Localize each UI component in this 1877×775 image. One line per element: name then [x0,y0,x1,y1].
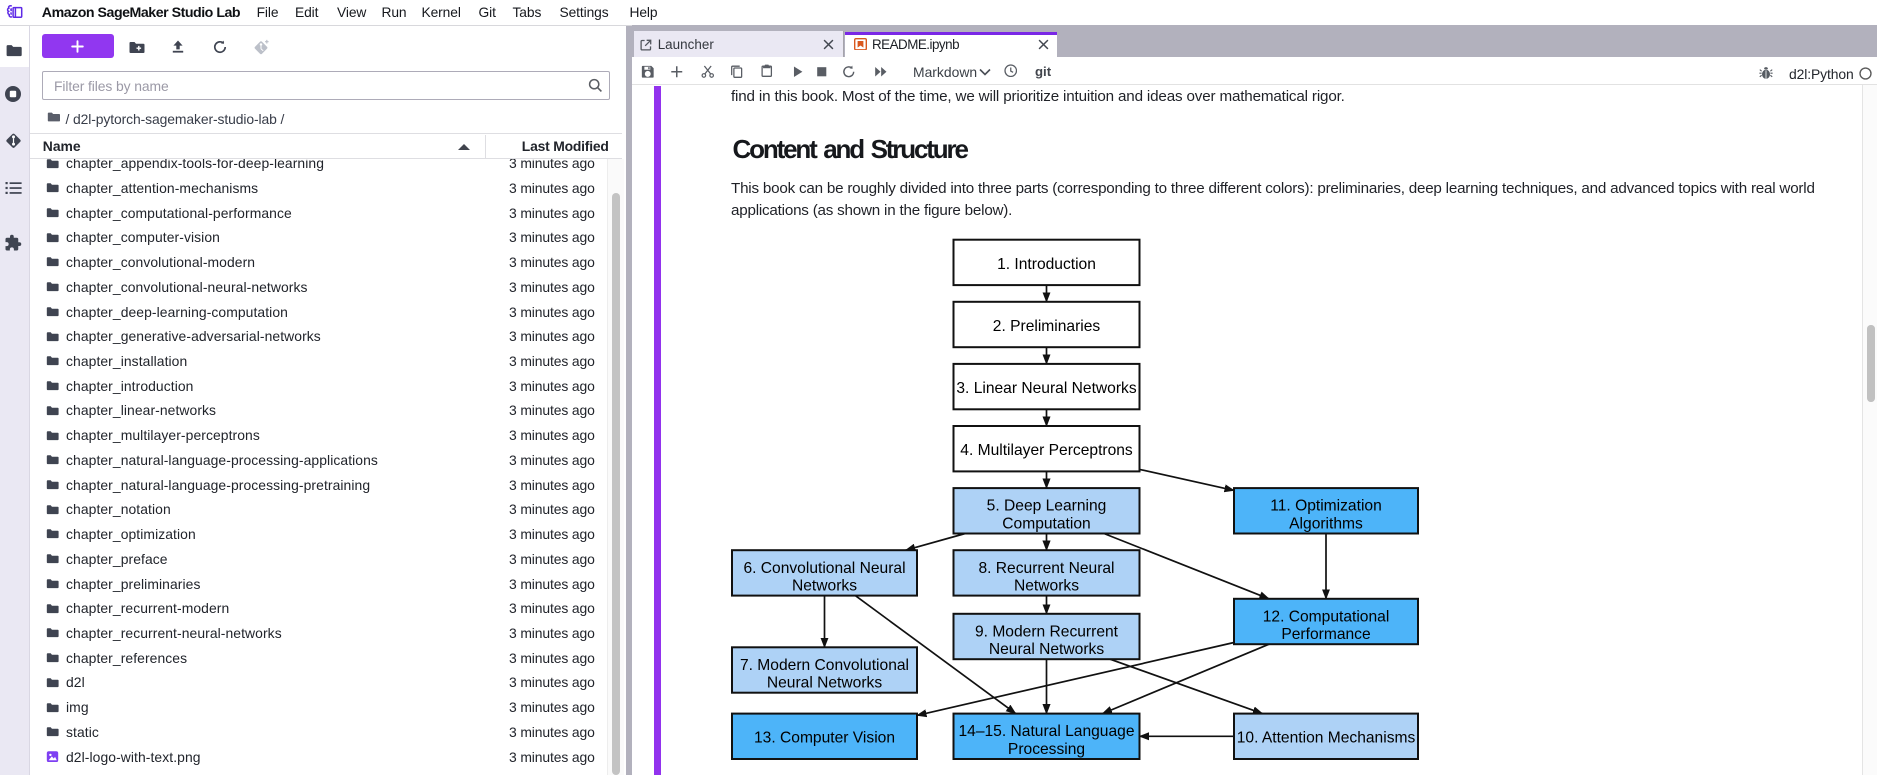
svg-text:14–15. Natural Language: 14–15. Natural Language [958,723,1134,740]
svg-text:Networks: Networks [1014,578,1079,595]
svg-text:12. Computational: 12. Computational [1263,608,1390,625]
svg-text:9. Modern Recurrent: 9. Modern Recurrent [975,623,1119,640]
svg-text:8. Recurrent Neural: 8. Recurrent Neural [978,560,1114,577]
svg-text:3. Linear Neural Networks: 3. Linear Neural Networks [956,380,1136,397]
svg-text:2. Preliminaries: 2. Preliminaries [993,318,1101,335]
svg-text:10. Attention Mechanisms: 10. Attention Mechanisms [1237,730,1416,747]
svg-text:Neural Networks: Neural Networks [767,675,882,692]
svg-text:Performance: Performance [1281,626,1370,643]
svg-text:Processing: Processing [1008,741,1085,758]
svg-text:4. Multilayer Perceptrons: 4. Multilayer Perceptrons [960,442,1133,459]
svg-text:13. Computer Vision: 13. Computer Vision [754,730,895,747]
svg-text:Computation: Computation [1002,516,1090,533]
svg-text:5. Deep Learning: 5. Deep Learning [987,498,1107,515]
svg-text:6. Convolutional Neural: 6. Convolutional Neural [743,560,905,577]
svg-text:Networks: Networks [792,578,857,595]
svg-text:11. Optimization: 11. Optimization [1270,498,1382,515]
svg-text:Algorithms: Algorithms [1289,516,1363,533]
svg-text:7. Modern Convolutional: 7. Modern Convolutional [740,657,909,674]
svg-text:1. Introduction: 1. Introduction [997,256,1096,273]
svg-text:Neural Networks: Neural Networks [989,641,1104,658]
